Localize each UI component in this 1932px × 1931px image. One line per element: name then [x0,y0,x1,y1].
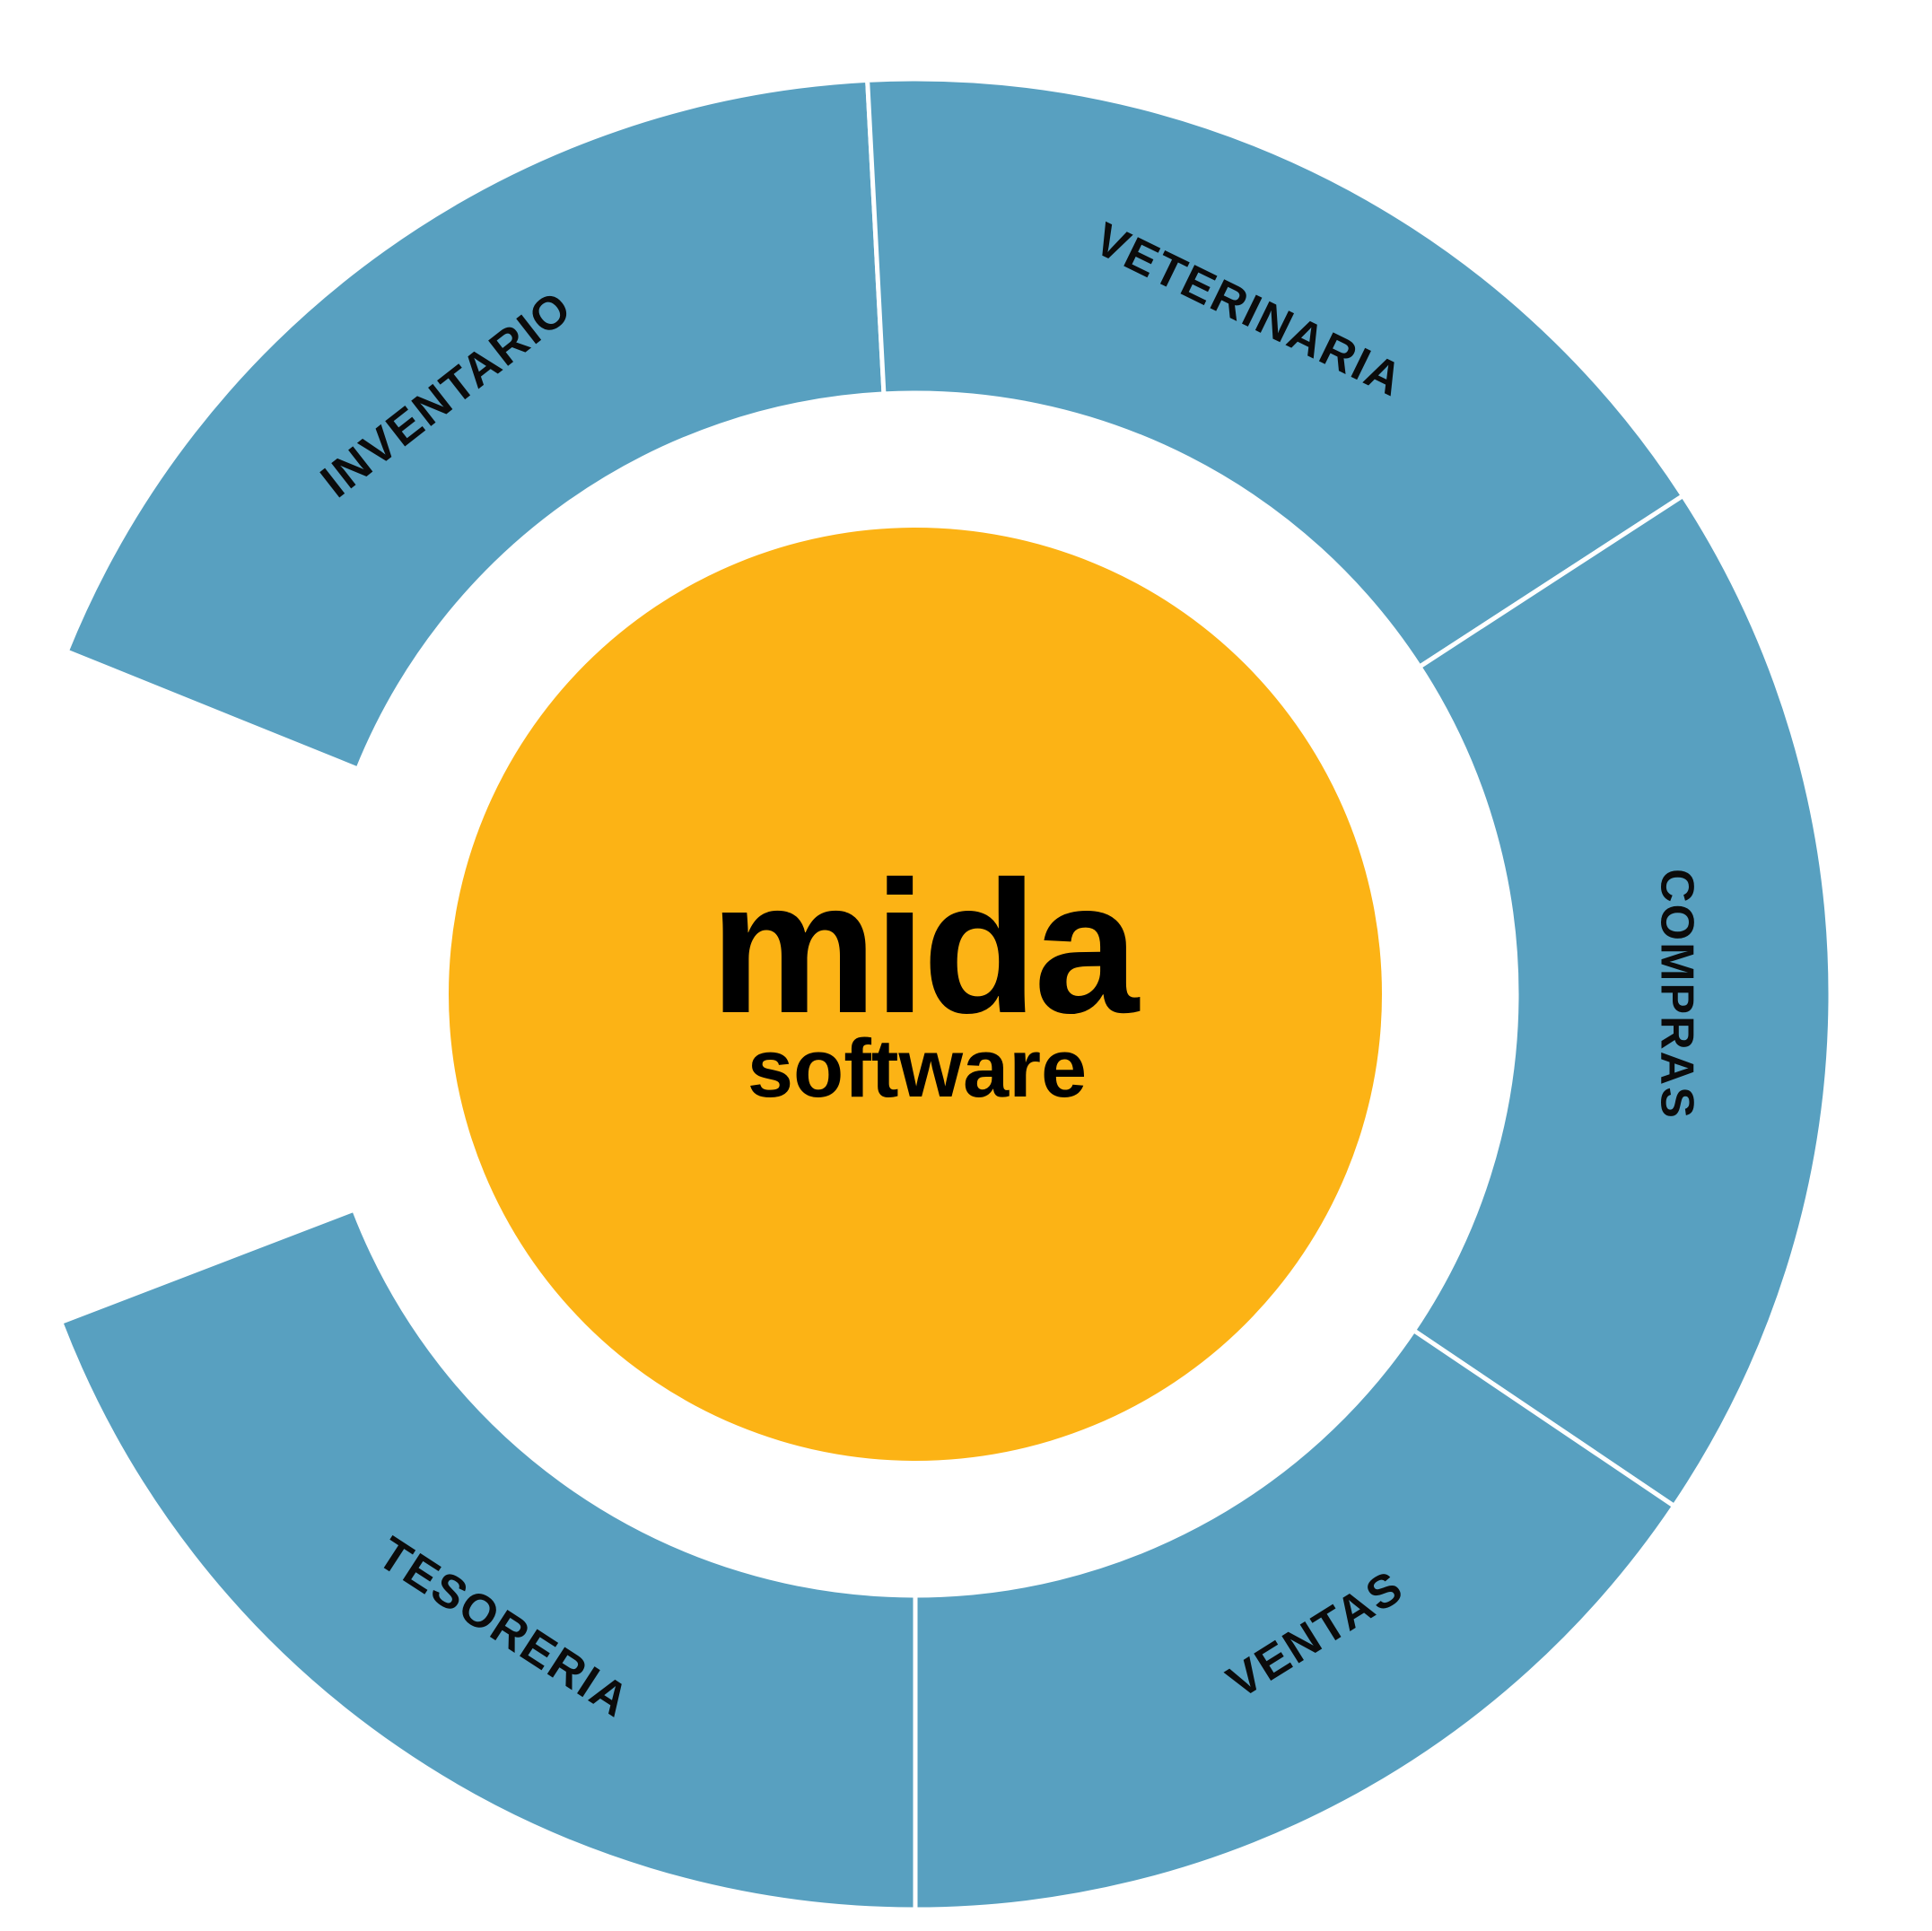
segment-label-compras: COMPRAS [1650,869,1702,1120]
segment-tesoreria [57,1206,918,1912]
logo-sub-text: software [747,1023,1087,1114]
segment-ventas [913,1327,1678,1912]
center-hub [449,528,1382,1461]
module-ring [57,76,1833,1912]
segment-veterinaria [864,76,1686,670]
segment-inventario [64,77,887,773]
segment-compras [1410,493,1833,1509]
logo-main-text: mida [710,842,1141,1053]
